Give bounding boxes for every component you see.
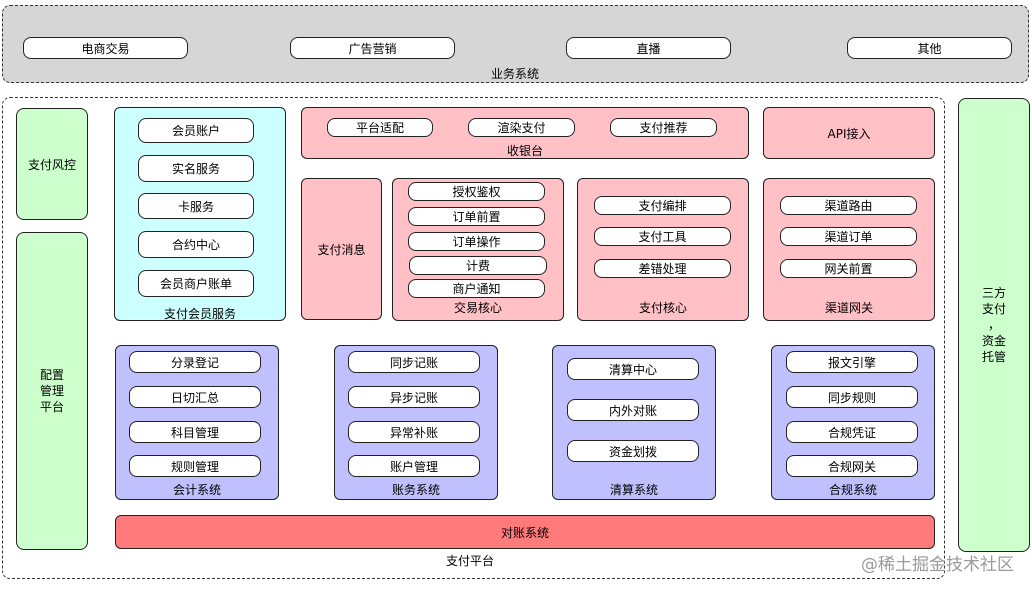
payment-platform-frame <box>2 97 945 579</box>
third-line-3: ， <box>987 318 1000 332</box>
trade-item-billing[interactable]: 计费 <box>409 256 547 275</box>
config-line-3: 平台 <box>39 400 64 414</box>
compliance-item-gateway[interactable]: 合规网关 <box>786 455 918 477</box>
member-item-merchant-bill[interactable]: 会员商户账单 <box>138 270 254 297</box>
accounting-item-subject[interactable]: 科目管理 <box>129 421 261 443</box>
business-item-ecommerce[interactable]: 电商交易 <box>23 37 188 59</box>
trade-item-order-front[interactable]: 订单前置 <box>408 207 545 226</box>
clearing-system-title: 清算系统 <box>609 483 658 497</box>
ledger-item-account-manage[interactable]: 账户管理 <box>348 455 480 477</box>
trade-core-title: 交易核心 <box>453 301 502 315</box>
payment-risk-control[interactable]: 支付风控 <box>16 108 88 220</box>
ledger-item-sync[interactable]: 同步记账 <box>348 351 480 373</box>
member-item-account[interactable]: 会员账户 <box>138 118 254 143</box>
business-system-title: 业务系统 <box>490 67 539 81</box>
paycore-item-error-handling[interactable]: 差错处理 <box>594 259 731 278</box>
compliance-item-voucher[interactable]: 合规凭证 <box>786 421 918 443</box>
channel-item-order[interactable]: 渠道订单 <box>780 227 917 246</box>
business-item-livestream[interactable]: 直播 <box>566 37 731 59</box>
accounting-item-rules[interactable]: 规则管理 <box>129 455 261 477</box>
config-line-1: 配置 <box>39 368 64 382</box>
cashier-item-recommend[interactable]: 支付推荐 <box>610 118 717 137</box>
third-line-1: 三方 <box>981 286 1006 300</box>
business-item-advertising[interactable]: 广告营销 <box>290 37 455 59</box>
member-item-card[interactable]: 卡服务 <box>138 193 254 219</box>
clearing-item-reconcile[interactable]: 内外对账 <box>567 399 699 421</box>
paycore-item-tools[interactable]: 支付工具 <box>594 227 731 246</box>
clearing-item-center[interactable]: 清算中心 <box>567 358 699 380</box>
config-line-2: 管理 <box>39 384 64 398</box>
accounting-item-daily-summary[interactable]: 日切汇总 <box>129 386 261 408</box>
cashier-item-render[interactable]: 渲染支付 <box>468 118 575 137</box>
third-party-payment-custody[interactable]: 三方 支付 ， 资金 托管 <box>958 98 1030 552</box>
api-access-box[interactable]: API接入 <box>763 107 935 159</box>
ledger-item-exception[interactable]: 异常补账 <box>348 421 480 443</box>
config-management-platform[interactable]: 配置 管理 平台 <box>16 232 88 550</box>
compliance-system-title: 合规系统 <box>828 483 877 497</box>
cashier-item-adapter[interactable]: 平台适配 <box>327 118 433 137</box>
member-item-contract[interactable]: 合约中心 <box>138 231 254 258</box>
compliance-item-sync-rules[interactable]: 同步规则 <box>786 386 918 408</box>
watermark: @稀土掘金技术社区 <box>861 555 1014 575</box>
paycore-item-orchestration[interactable]: 支付编排 <box>594 196 731 215</box>
channel-item-routing[interactable]: 渠道路由 <box>780 196 917 215</box>
business-item-other[interactable]: 其他 <box>847 37 1012 59</box>
compliance-item-message-engine[interactable]: 报文引擎 <box>786 351 918 373</box>
channel-gateway-title: 渠道网关 <box>824 301 873 315</box>
third-line-5: 托管 <box>981 350 1006 364</box>
cashier-title: 收银台 <box>506 144 543 158</box>
accounting-system-title: 会计系统 <box>172 483 221 497</box>
clearing-item-fund-transfer[interactable]: 资金划拨 <box>567 440 699 462</box>
third-line-2: 支付 <box>981 302 1006 316</box>
channel-item-gateway-front[interactable]: 网关前置 <box>780 259 917 278</box>
accounting-item-entry[interactable]: 分录登记 <box>129 351 261 373</box>
ledger-item-async[interactable]: 异步记账 <box>348 386 480 408</box>
trade-item-merchant-notify[interactable]: 商户通知 <box>408 279 545 298</box>
reconciliation-system-box[interactable]: 对账系统 <box>115 515 935 549</box>
trade-item-auth[interactable]: 授权鉴权 <box>408 182 545 201</box>
trade-item-order-operate[interactable]: 订单操作 <box>408 232 545 251</box>
payment-platform-title: 支付平台 <box>445 554 494 568</box>
member-service-title: 支付会员服务 <box>163 307 236 321</box>
ledger-system-title: 账务系统 <box>391 483 440 497</box>
member-item-realname[interactable]: 实名服务 <box>138 155 254 182</box>
payment-core-title: 支付核心 <box>638 301 687 315</box>
third-line-4: 资金 <box>981 334 1006 348</box>
payment-message-box[interactable]: 支付消息 <box>301 178 382 320</box>
